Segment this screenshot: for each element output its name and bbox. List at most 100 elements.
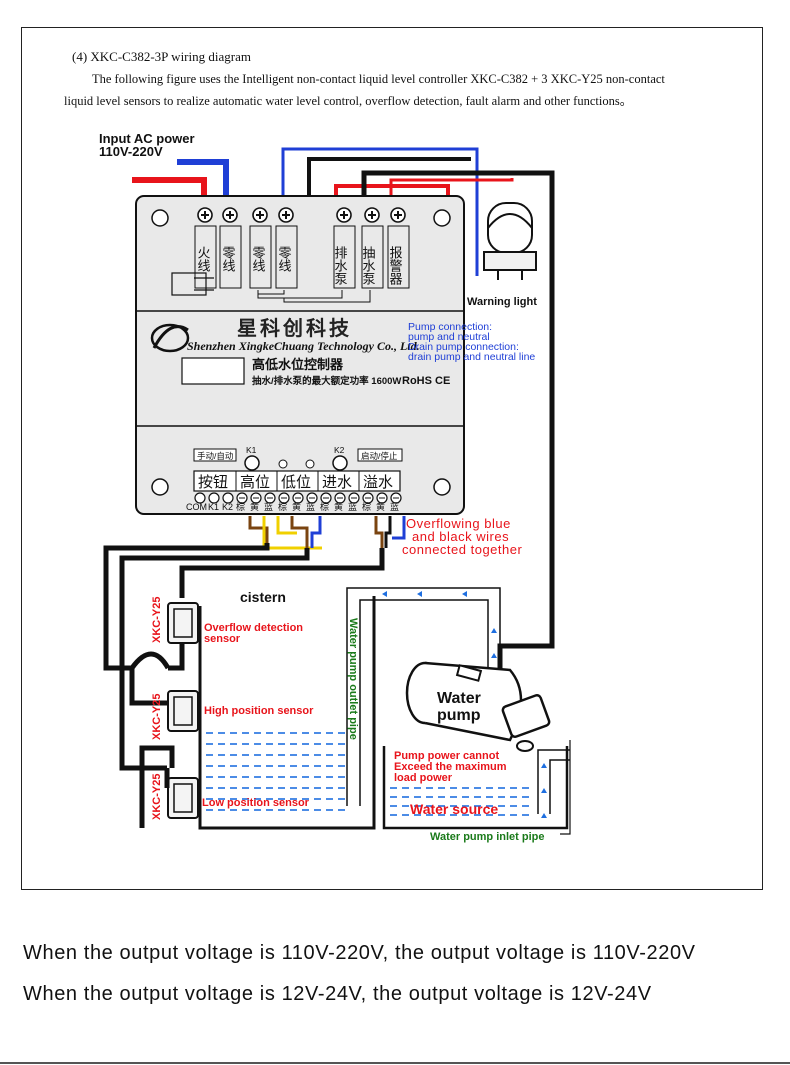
pin-label: 黄 — [292, 501, 301, 512]
outlet-pipe-outer — [346, 587, 501, 806]
pump-note-1: Pump connection: — [408, 321, 492, 333]
pin-screw — [194, 492, 206, 504]
warning-light-label: Warning light — [467, 296, 537, 308]
controller-box — [135, 195, 465, 515]
water-pump-label-2: pump — [437, 707, 481, 724]
diagram-frame: (4) XKC-C382-3P wiring diagram The follo… — [21, 27, 763, 890]
group-label: 进水 — [322, 474, 352, 491]
pin-label: 黄 — [334, 501, 343, 512]
k1-label: K1 — [246, 445, 257, 455]
pin-label: COM — [186, 502, 207, 512]
overflow-sensor-label-1: Overflow detection — [204, 622, 303, 634]
overflow-sensor — [167, 602, 199, 644]
terminal-label: 报警器 — [388, 246, 403, 286]
pump-power-note-2: Exceed the maximum — [394, 761, 507, 773]
bottom-terminal-groups: 按钮 高位 低位 进水 溢水 — [193, 470, 401, 492]
overflow-sensor-black-wire — [384, 516, 392, 548]
pin-label: 蓝 — [264, 501, 273, 512]
group-label: 溢水 — [363, 474, 393, 491]
terminal-label: 火线 — [196, 246, 211, 272]
wiring-diagram: (4) XKC-C382-3P wiring diagram The follo… — [64, 49, 665, 843]
display-window — [181, 357, 245, 385]
sensor-model-label-1: XKC-Y25 — [151, 597, 163, 643]
start-stop-label-box — [357, 448, 403, 462]
pin-label: 棕 — [278, 501, 287, 512]
pump-note-2: pump and neutral — [408, 331, 490, 343]
manual-auto-label: 手动/自动 — [197, 451, 234, 461]
pin-screw — [208, 492, 220, 504]
terminal-label: 零线 — [221, 246, 236, 272]
input-power-voltage: 110V-220V — [99, 144, 163, 159]
pump-note-4: drain pump and neutral line — [408, 351, 535, 363]
pin-label: 黄 — [250, 501, 259, 512]
overflow-sensor-blue-wire — [392, 516, 406, 540]
overflow-note-1: Overflowing blue — [406, 516, 511, 531]
overflow-note-3: connected together — [402, 542, 522, 557]
intro-line-2: liquid level sensors to realize automati… — [64, 94, 632, 108]
sensor-model-label-3: XKC-Y25 — [151, 774, 163, 820]
water-pump — [405, 661, 551, 752]
inlet-flow-arrows — [541, 763, 547, 818]
k2-label: K2 — [334, 445, 345, 455]
diagram-heading: (4) XKC-C382-3P wiring diagram — [72, 49, 251, 64]
power-rating: 抽水/排水泵的最大额定功率 1600W — [252, 375, 401, 387]
low-sensor-label: Low position sensor — [202, 797, 310, 809]
outlet-pipe-label: Water pump outlet pipe — [347, 618, 359, 740]
terminal-label: 抽水泵 — [361, 246, 376, 285]
low-sensor-cable — [179, 548, 385, 598]
pin-label: 棕 — [362, 501, 371, 512]
cable-crossover — [129, 651, 171, 670]
indicator-led — [305, 459, 315, 469]
pump-power-note-3: load power — [394, 772, 453, 784]
terminal-label: 排水泵 — [333, 246, 348, 285]
sensor-model-label-2: XKC-Y25 — [151, 694, 163, 740]
overflow-sensor-label-2: sensor — [204, 633, 241, 645]
pin-label: 棕 — [320, 501, 329, 512]
brand-en-name: Shenzhen XingkeChuang Technology Co., Lt… — [187, 339, 420, 353]
cistern-water — [206, 732, 345, 811]
intro-line-1: The following figure uses the Intelligen… — [92, 72, 665, 86]
pin-label: 蓝 — [306, 501, 315, 512]
voltage-caption-2: When the output voltage is 12V-24V, the … — [23, 983, 652, 1005]
brand-cn-name: 星科创科技 — [237, 316, 352, 340]
low-sensor-yellow-wire — [276, 516, 297, 535]
pin-label: 蓝 — [348, 501, 357, 512]
manual-auto-label-box — [193, 448, 237, 462]
pump-power-note-1: Pump power cannot — [394, 750, 499, 762]
k1-button[interactable] — [244, 455, 260, 471]
neutral-wire-black — [307, 157, 471, 206]
bottom-terminal-screws — [194, 492, 402, 504]
pin-label: 黄 — [376, 501, 385, 512]
overflow-note-2: and black wires — [412, 529, 509, 544]
inlet-pipe-label: Water pump inlet pipe — [430, 831, 545, 843]
pin-label: 棕 — [236, 501, 245, 512]
bottom-pin-labels: COM K1 K2 棕 黄 蓝 棕 黄 蓝 棕 黄 蓝 棕 黄 蓝 — [186, 501, 399, 512]
overflow-sensor-cable — [103, 543, 270, 671]
high-sensor-cable — [119, 548, 310, 771]
outlet-pipe-inner — [359, 599, 489, 806]
terminal-labels: 火线 零线 零线 零线 排水泵 抽水泵 报警器 — [196, 246, 403, 286]
inlet-pipe-inner — [549, 759, 570, 814]
pin-label: K2 — [222, 502, 233, 512]
water-source-label: Water source — [410, 801, 498, 817]
inlet-pipe-outer — [537, 749, 570, 814]
k2-button[interactable] — [332, 455, 348, 471]
pin-screw — [222, 492, 234, 504]
low-sensor-brown-wire — [290, 516, 309, 548]
input-power-label: Input AC power — [99, 131, 195, 146]
water-pump-label-1: Water — [437, 690, 481, 707]
low-sensor — [167, 777, 199, 819]
group-label: 按钮 — [198, 474, 228, 491]
overflow-sensor-brown-wire — [374, 516, 384, 548]
high-sensor-brown-wire — [248, 516, 269, 543]
certifications: RoHS CE — [402, 375, 450, 387]
pin-label: K1 — [208, 502, 219, 512]
top-terminal-screws — [194, 207, 410, 289]
voltage-caption-1: When the output voltage is 110V-220V, th… — [23, 942, 696, 964]
input-neutral-wire — [177, 159, 229, 206]
indicator-led — [278, 459, 288, 469]
alarm-wire-red-2 — [389, 178, 514, 206]
group-label: 低位 — [281, 474, 311, 491]
low-sensor-blue-wire — [310, 516, 322, 548]
pump-note-3: Drain pump connection: — [408, 341, 519, 353]
